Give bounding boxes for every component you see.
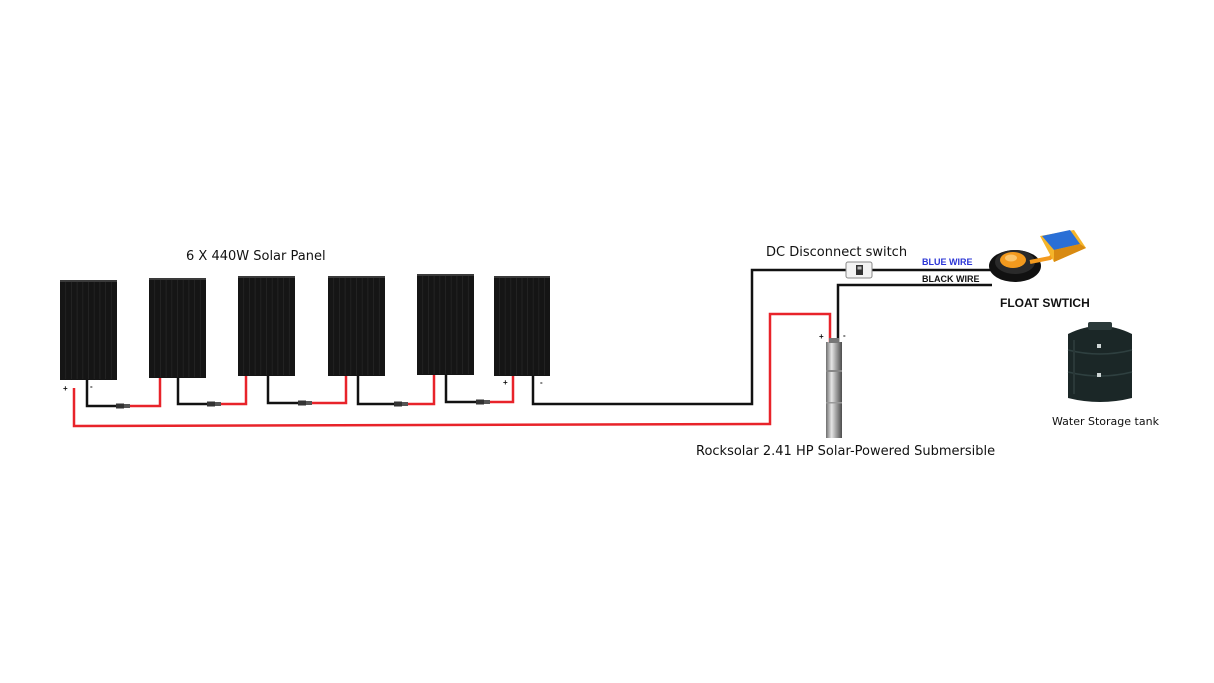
main-positive-wire: [72, 312, 832, 428]
wires: [72, 268, 992, 428]
series-link-4-negative: [356, 376, 396, 406]
black-wire: [836, 283, 992, 342]
series-link-5-positive: [488, 376, 515, 404]
pump-plus-terminal: +: [819, 332, 824, 341]
mc4-connector-4: [394, 401, 408, 407]
mc4-connector-2: [207, 401, 221, 407]
float-switch-label: FLOAT SWTICH: [1000, 296, 1090, 310]
mc4-connector-1: [116, 403, 130, 409]
black-wire-label: BLACK WIRE: [922, 274, 980, 284]
solar-panel-6: [494, 276, 550, 376]
panel-6-minus-terminal: -: [540, 378, 543, 387]
dc-disconnect-switch: [845, 261, 873, 279]
solar-panel-2: [149, 278, 206, 378]
blue-wire-label: BLUE WIRE: [922, 257, 973, 267]
solar-panels: [60, 274, 550, 380]
series-link-3-negative: [266, 376, 300, 405]
solar-array-label: 6 X 440W Solar Panel: [186, 249, 326, 264]
solar-panel-4: [328, 276, 385, 376]
solar-panel-3: [238, 276, 295, 376]
series-link-1-positive: [128, 378, 162, 408]
series-link-2-negative: [176, 378, 209, 406]
series-link-4-positive: [406, 375, 436, 406]
water-storage-tank: [1067, 322, 1133, 402]
mc4-connectors: [116, 399, 490, 409]
panel-6-plus-terminal: +: [503, 378, 508, 387]
main-negative-wire: [531, 268, 846, 406]
panel-1-minus-terminal: -: [90, 382, 93, 391]
pump-label: Rocksolar 2.41 HP Solar-Powered Submersi…: [696, 444, 996, 459]
mc4-connector-3: [298, 400, 312, 406]
solar-panel-5: [417, 274, 474, 375]
series-link-2-positive: [219, 376, 248, 406]
submersible-pump: [826, 338, 842, 438]
water-tank-label: Water Storage tank: [1052, 415, 1159, 428]
series-link-3-positive: [310, 376, 348, 405]
solar-panel-1: [60, 280, 117, 380]
mc4-connector-5: [476, 399, 490, 405]
panel-1-plus-terminal: +: [63, 384, 68, 393]
pump-minus-terminal: -: [843, 331, 846, 340]
series-link-5-negative: [444, 375, 478, 404]
dc-switch-label: DC Disconnect switch: [766, 245, 908, 260]
series-link-1-negative: [85, 380, 118, 408]
float-switch: [989, 230, 1086, 282]
